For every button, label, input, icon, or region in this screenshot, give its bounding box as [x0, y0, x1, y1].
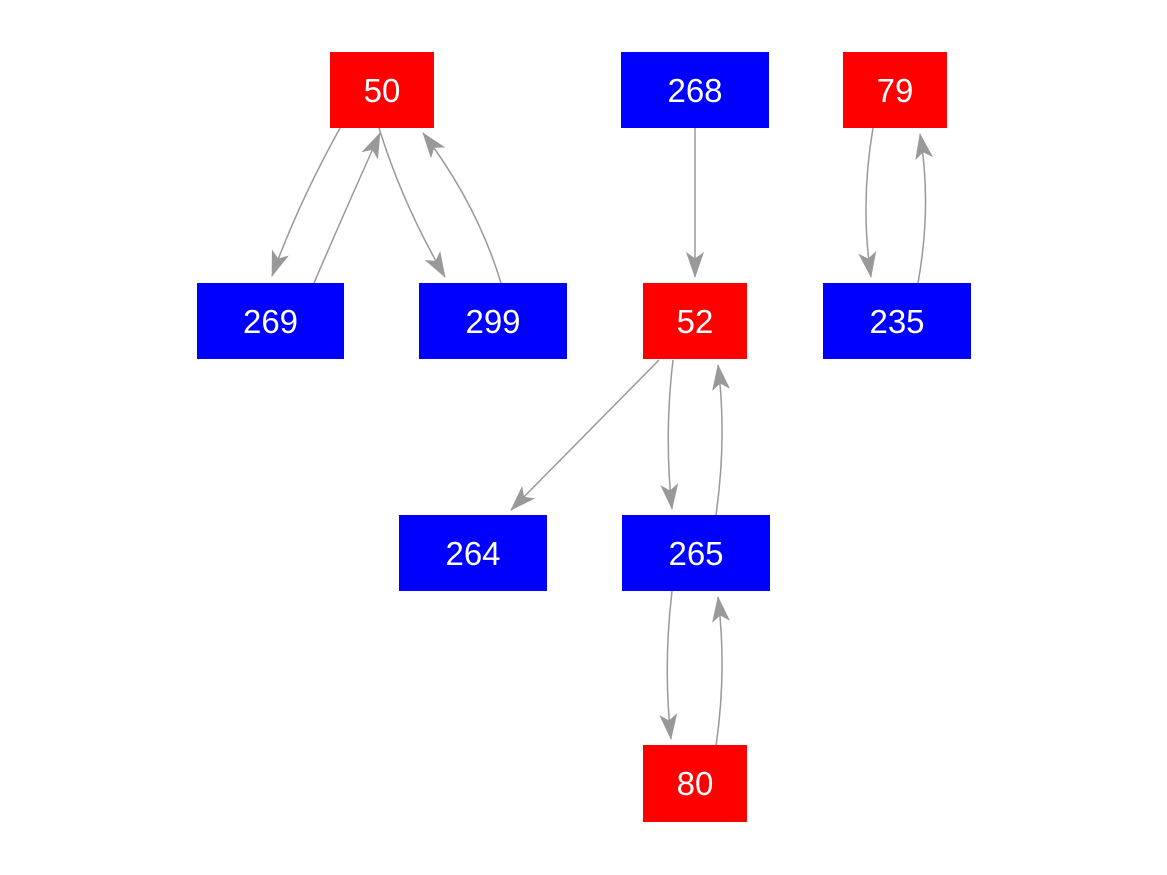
node-label: 79: [876, 71, 914, 109]
node-268: 268: [621, 52, 769, 128]
node-label: 299: [465, 302, 521, 340]
node-label: 268: [667, 71, 723, 109]
edge-265-52: [712, 364, 730, 516]
node-299: 299: [419, 283, 567, 359]
edge-265-80: [659, 590, 678, 740]
node-79: 79: [843, 52, 947, 128]
node-80: 80: [643, 745, 747, 822]
node-label: 265: [668, 534, 724, 572]
edge-80-265: [712, 596, 730, 747]
node-52: 52: [643, 283, 747, 359]
node-label: 269: [242, 302, 299, 340]
node-264: 264: [399, 515, 547, 591]
edge-299-50: [422, 132, 502, 284]
node-269: 269: [197, 283, 344, 359]
node-50: 50: [330, 52, 434, 128]
node-label: 50: [363, 71, 401, 109]
edge-52-264: [510, 359, 660, 511]
node-235: 235: [823, 283, 971, 359]
edge-79-235: [858, 127, 877, 278]
node-label: 52: [676, 302, 714, 340]
edge-50-299: [378, 127, 446, 278]
edge-50-269: [271, 127, 341, 277]
node-label: 235: [869, 302, 925, 340]
edge-235-79: [915, 133, 934, 284]
node-label: 80: [676, 765, 714, 802]
node-265: 265: [622, 515, 770, 591]
edge-269-50: [313, 132, 381, 284]
node-label: 264: [445, 534, 501, 572]
edge-52-265: [660, 359, 679, 510]
